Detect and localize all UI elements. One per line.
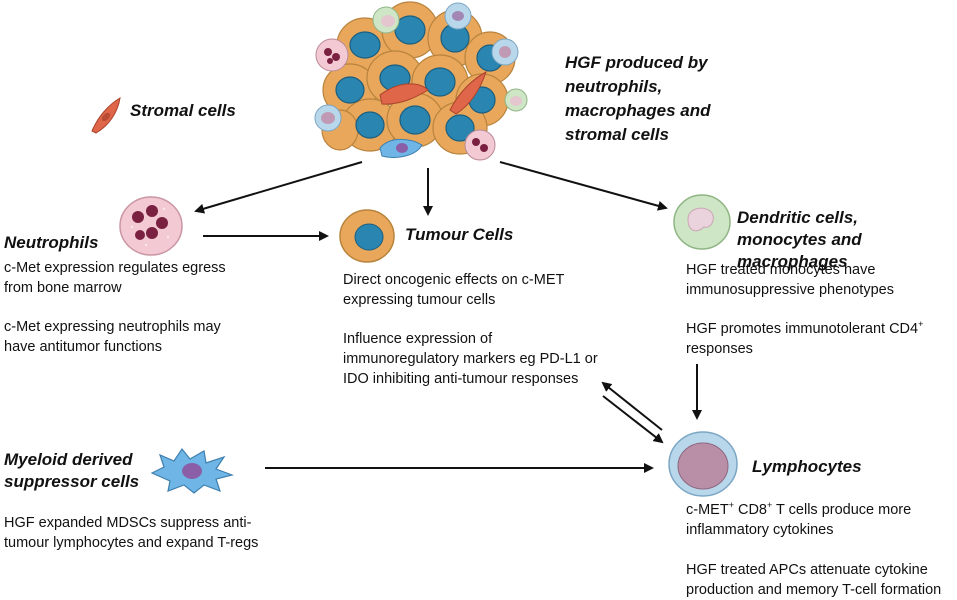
dendritic-text-2-end: responses [686,341,753,357]
lymphocytes-text-1: c-MET+ CD8+ T cells produce more inflamm… [686,500,936,540]
neutrophils-text-2: c-Met expressing neutrophils may have an… [4,319,221,355]
tumour-text-1: Direct oncogenic effects on c-MET expres… [343,272,565,308]
mdsc-icon [150,447,235,494]
dendritic-text-1: HGF treated monocytes have immunosuppres… [686,262,894,298]
dendritic-cell-icon [673,194,731,250]
dendritic-text-2-sup: + [918,319,924,330]
lymphocytes-heading: Lymphocytes [752,457,862,476]
stromal-cell-icon [91,97,121,134]
lymphocytes-text-1-sup2: + [767,500,773,511]
tumour-cell-icon [339,209,395,263]
lymphocytes-text-2: HGF treated APCs attenuate cytokine prod… [686,562,942,598]
lymphocytes-text-1-sup1: + [728,500,734,511]
tumour-cluster-illustration [314,1,528,161]
mdsc-heading: Myeloid derived suppressor cells [4,450,140,491]
lymphocytes-text-1-c: T cells produce more inflammatory cytoki… [686,502,912,538]
tumour-heading: Tumour Cells [405,225,514,244]
mdsc-text-1: HGF expanded MDSCs suppress anti-tumour … [4,515,259,551]
lymphocyte-icon [668,431,738,497]
hgf-title: HGF produced by neutrophils, macrophages… [565,53,711,144]
arrow-lymphocytes-to-tumour [601,381,663,431]
lymphocytes-text-1-a: c-MET [686,502,729,518]
arrow-tumour-to-lymphocytes [602,395,664,444]
dendritic-text-2: HGF promotes immunotolerant CD4+ respons… [686,319,946,359]
neutrophils-text-1: c-Met expression regulates egress from b… [4,260,226,296]
neutrophils-heading: Neutrophils [4,233,99,252]
arrow-to-dendritic [499,161,668,211]
arrow-to-neutrophils [194,161,363,214]
stromal-label: Stromal cells [130,101,236,120]
dendritic-text-2-main: HGF promotes immunotolerant CD4 [686,321,919,337]
neutrophil-icon [119,196,183,256]
tumour-text-2: Influence expression of immunoregulatory… [343,331,598,387]
lymphocytes-text-1-b: CD8 [733,502,767,518]
dendritic-heading: Dendritic cells, monocytes and macrophag… [737,208,862,271]
